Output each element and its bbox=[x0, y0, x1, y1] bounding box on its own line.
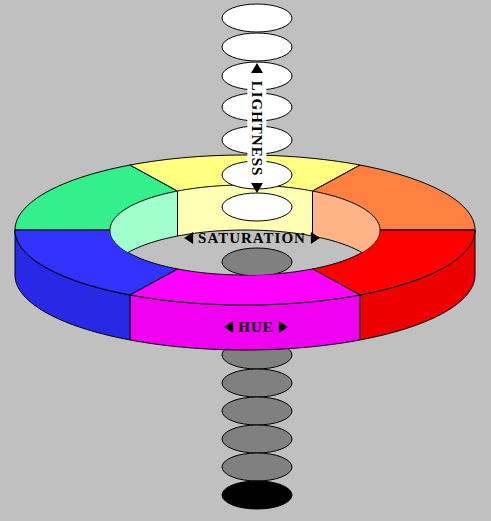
ring-inner-wall bbox=[110, 191, 178, 275]
lightness-disk bbox=[222, 481, 292, 509]
axis-label: LIGHTNESS bbox=[248, 77, 267, 179]
axis-arrowhead bbox=[311, 232, 320, 244]
inner-wall-group bbox=[110, 185, 380, 275]
lightness-disk bbox=[222, 453, 292, 481]
axis-arrowhead bbox=[251, 63, 263, 73]
lightness-disk bbox=[222, 369, 292, 397]
ring-inner-wall bbox=[313, 191, 381, 275]
axis-arrowhead bbox=[279, 321, 288, 333]
axis-arrowhead bbox=[184, 232, 193, 244]
axis-arrowhead bbox=[224, 321, 233, 333]
ring-inner-wall bbox=[178, 185, 313, 236]
label-holder: SATURATION bbox=[198, 230, 306, 247]
axis-label: SATURATION bbox=[198, 230, 306, 247]
lightness-disk bbox=[222, 397, 292, 425]
axis-label: HUE bbox=[238, 319, 274, 336]
lightness-disk bbox=[222, 425, 292, 453]
lightness-disk bbox=[222, 248, 292, 276]
lightness-disk bbox=[222, 33, 292, 61]
lightness-disk bbox=[222, 4, 292, 32]
axis-arrowhead bbox=[251, 183, 263, 193]
label-holder: HUE bbox=[238, 319, 274, 336]
label-holder: LIGHTNESS bbox=[206, 119, 308, 138]
lightness-disk bbox=[222, 193, 292, 221]
